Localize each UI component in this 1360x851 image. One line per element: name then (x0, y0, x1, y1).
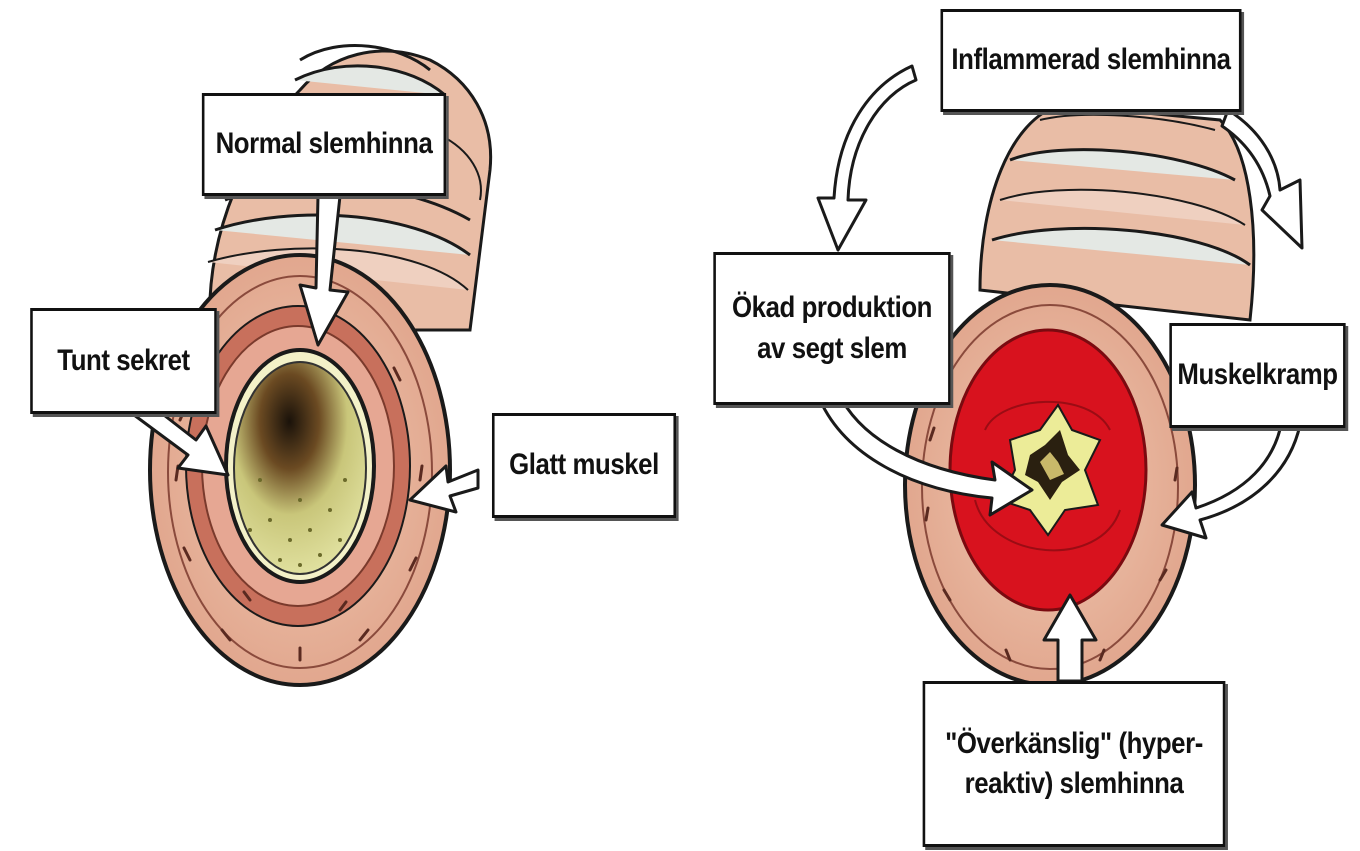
label-smooth-muscle-text: Glatt muskel (509, 445, 659, 486)
label-hyperreactive-line2: reaktiv) slemhinna (945, 764, 1203, 805)
label-muscle-spasm: Muskelkramp (1169, 323, 1345, 428)
label-mucus-production-line1: Ökad produktion (732, 288, 932, 329)
label-hyperreactive-mucosa: "Överkänslig" (hyper- reaktiv) slemhinna (923, 681, 1226, 847)
label-mucus-production: Ökad produktion av segt slem (713, 252, 950, 405)
label-mucus-production-line2: av segt slem (732, 329, 932, 370)
label-normal-mucosa-text: Normal slemhinna (216, 124, 433, 165)
label-muscle-spasm-text: Muskelkramp (1177, 355, 1337, 396)
label-normal-mucosa: Normal slemhinna (202, 93, 446, 196)
arrow-inflamed-left (818, 66, 916, 250)
label-smooth-muscle: Glatt muskel (492, 413, 676, 518)
label-thin-secretion-text: Tunt sekret (57, 341, 189, 382)
label-hyperreactive-line1: "Överkänslig" (hyper- (945, 724, 1203, 765)
label-inflamed-mucosa-text: Inflammerad slemhinna (951, 40, 1230, 81)
label-thin-secretion: Tunt sekret (30, 308, 217, 414)
label-inflamed-mucosa: Inflammerad slemhinna (941, 9, 1242, 112)
